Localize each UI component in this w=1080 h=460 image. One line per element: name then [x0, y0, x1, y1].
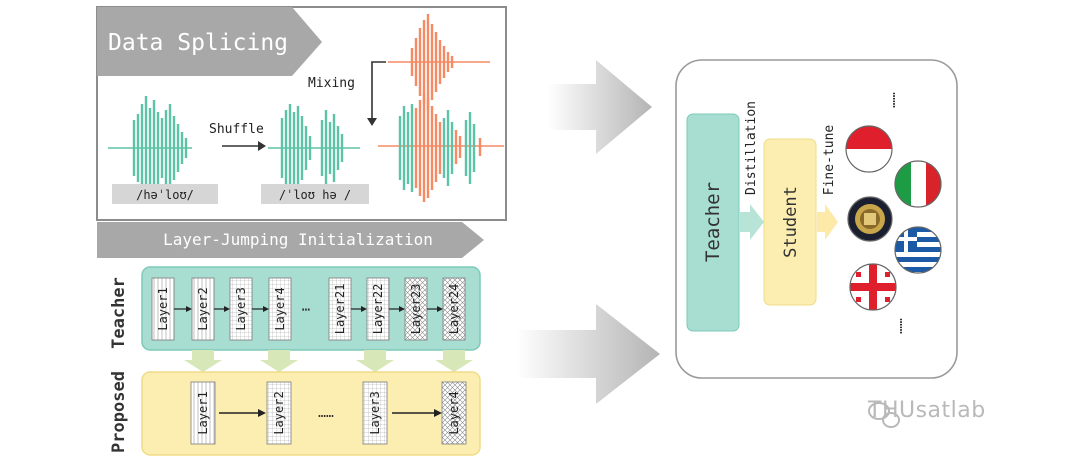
proposed-layer-2-label: Layer2	[272, 391, 286, 434]
distillation-panel: Teacher Distillation Student Fine-tune	[675, 59, 958, 379]
teacher-row-label: Teacher	[109, 277, 129, 349]
proposed-layer-3	[362, 381, 388, 445]
teacher-layer-1-label: Layer1	[156, 287, 170, 330]
waveform-noise	[388, 14, 490, 110]
proposed-layers: Layer1 Layer2 Layer3 Layer4	[190, 381, 467, 445]
phoneme-box-shuffled	[261, 184, 369, 204]
teacher-row-ellipsis: ⋯	[302, 302, 310, 318]
watermark-text: THUsatlab	[868, 398, 986, 423]
proposed-arrows	[219, 409, 442, 417]
phoneme-box-original	[112, 184, 218, 204]
teacher-layer-2-label: Layer2	[196, 287, 210, 330]
georgia-flag-icon	[849, 263, 897, 311]
mixing-label: Mixing	[308, 76, 355, 91]
italy-flag-icon	[894, 160, 942, 208]
distillation-label: Distillation	[744, 101, 759, 195]
teacher-layer-6-label: Layer22	[371, 284, 385, 335]
greece-flag-icon	[894, 226, 942, 274]
mixing-arrow	[371, 61, 386, 120]
data-splicing-panel: Data Splicing /həˈloʊ/ Shuffle	[96, 6, 507, 221]
teacher-layer-5-label: Layer21	[333, 284, 347, 335]
proposed-layer-3-label: Layer3	[368, 391, 382, 434]
shuffle-label: Shuffle	[209, 122, 264, 137]
indonesia-flag-icon	[845, 125, 893, 173]
more-languages-bottom: ……	[891, 318, 906, 334]
proposed-row-panel	[141, 371, 481, 456]
teacher-layer-3-label: Layer3	[234, 287, 248, 330]
student-model-label: Student	[781, 186, 801, 258]
teacher-layer-4-label: Layer4	[273, 287, 287, 330]
big-arrow-bottom	[516, 304, 660, 404]
proposed-layer-4-label: Layer4	[447, 391, 461, 434]
big-arrow-top	[548, 60, 652, 154]
proposed-row-ellipsis: ……	[318, 406, 334, 421]
more-languages-top: ……	[884, 92, 899, 108]
wechat-icon	[868, 402, 900, 428]
data-splicing-title: Data Splicing	[108, 30, 288, 56]
esperanto-emblem-icon	[847, 196, 893, 242]
layer-jumping-header	[97, 222, 484, 258]
proposed-layer-1-label: Layer1	[196, 391, 210, 434]
finetune-label: Fine-tune	[822, 125, 837, 196]
waveform-original	[108, 96, 192, 200]
teacher-row-panel	[141, 266, 481, 351]
student-model-box	[763, 138, 817, 306]
layer-jumping-title: Layer-Jumping Initialization	[163, 230, 433, 249]
waveform-shuffled	[268, 104, 360, 192]
phoneme-original: /həˈloʊ/	[136, 188, 194, 202]
proposed-layer-1	[190, 381, 216, 445]
phoneme-shuffled: /ˈloʊ hə /	[279, 188, 351, 202]
finetune-arrow	[817, 204, 838, 240]
distill-arrow	[740, 204, 764, 240]
teacher-model-box	[686, 113, 740, 332]
teacher-model-label: Teacher	[702, 182, 724, 262]
teacher-layer-8-label: Layer24	[447, 284, 461, 335]
proposed-layer-2	[266, 381, 292, 445]
layer-transfer-arrows	[184, 350, 473, 372]
proposed-row-label: Proposed	[109, 371, 129, 453]
teacher-layer-7-label: Layer23	[409, 284, 423, 335]
teacher-layers: Layer1 Layer2 Layer3 Layer4 Layer21 Layer22 La…	[151, 277, 466, 341]
data-splicing-header	[97, 7, 322, 76]
waveform-mixed	[378, 94, 504, 202]
